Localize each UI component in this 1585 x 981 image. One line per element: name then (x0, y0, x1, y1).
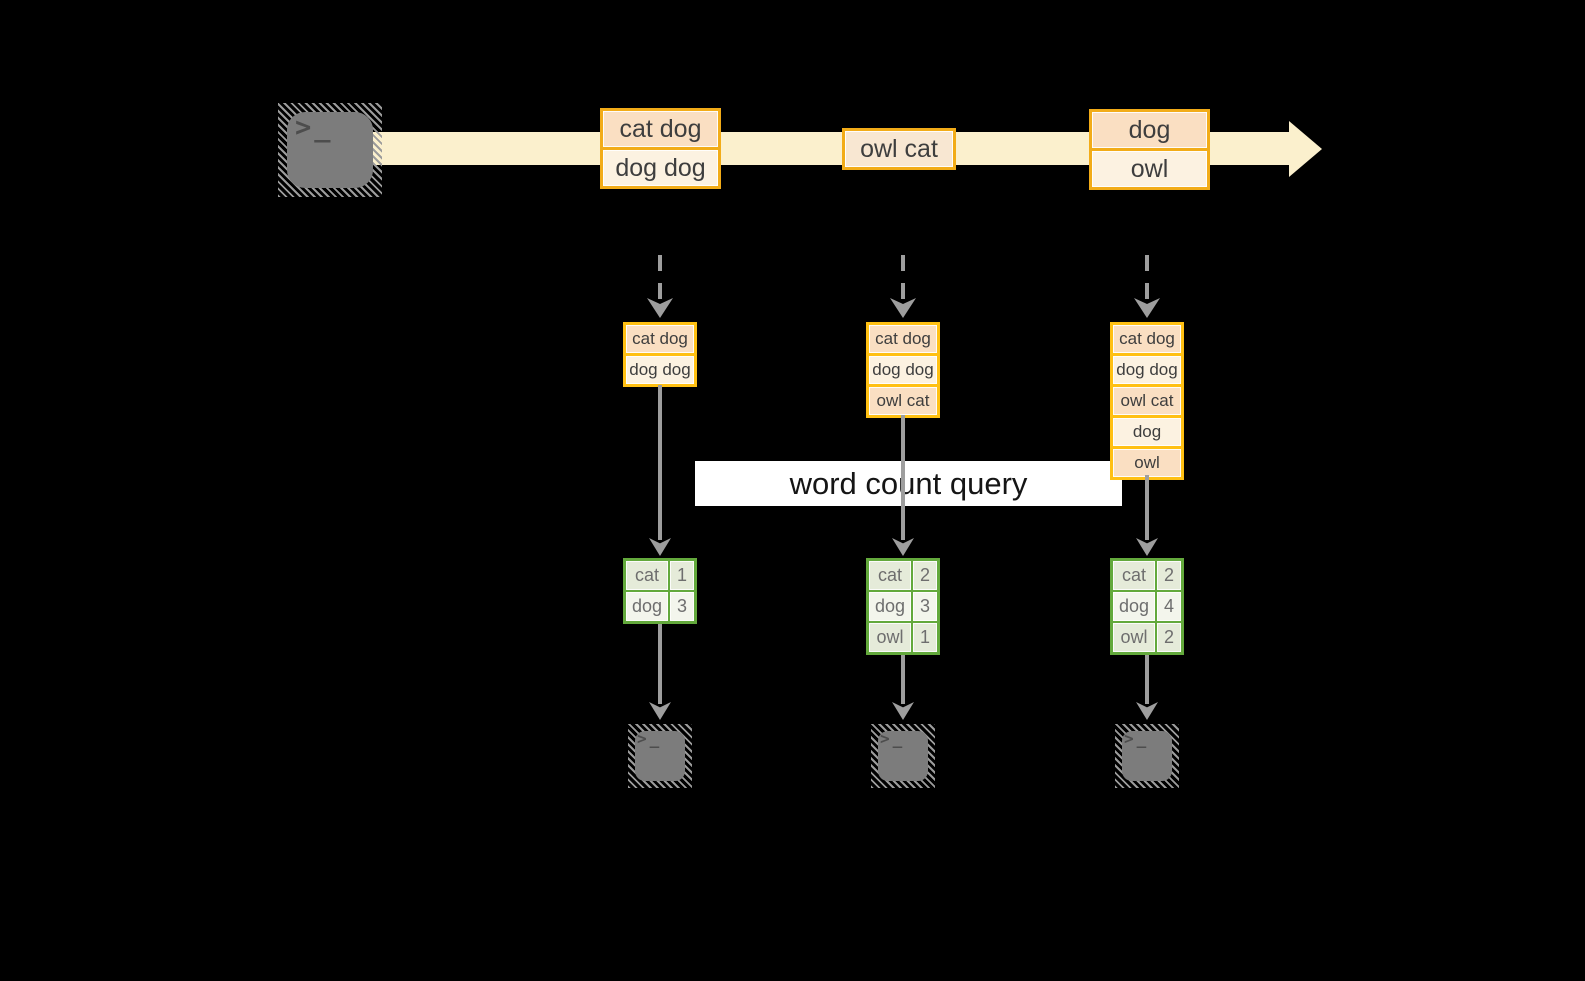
buffer-cell: owl cat (1113, 387, 1181, 415)
terminal-body (878, 731, 928, 781)
count-cell: 2 (913, 561, 937, 590)
word-cell: cat (869, 561, 911, 590)
worker-buffer-2: cat dog dog dog owl cat (866, 322, 940, 418)
buffer-cell: cat dog (626, 325, 694, 353)
count-cell: 2 (1157, 623, 1181, 652)
word-cell: dog (869, 592, 911, 621)
stream-batch-1: cat dog dog dog (600, 108, 721, 189)
batch-cell: cat dog (603, 111, 718, 147)
word-cell: dog (1113, 592, 1155, 621)
arrow-head-icon (892, 538, 914, 556)
count-cell: 3 (670, 592, 694, 621)
buffer-cell: owl cat (869, 387, 937, 415)
count-cell: 3 (913, 592, 937, 621)
count-cell: 4 (1157, 592, 1181, 621)
terminal-prompt-glyph: >_ (1124, 729, 1150, 748)
arrow-head-icon (649, 702, 671, 720)
arrow-head-icon (649, 538, 671, 556)
terminal-prompt-glyph: >_ (637, 729, 663, 748)
batch-cell: owl (1092, 151, 1207, 187)
sink-terminal-icon-1: >_ (628, 724, 692, 788)
count-cell: 1 (670, 561, 694, 590)
sink-terminal-icon-3: >_ (1115, 724, 1179, 788)
count-cell: 1 (913, 623, 937, 652)
word-cell: owl (1113, 623, 1155, 652)
terminal-prompt-glyph: >_ (295, 112, 334, 143)
buffer-cell: dog (1113, 418, 1181, 446)
flow-arrow (1145, 475, 1149, 540)
dashed-arrow (1145, 255, 1149, 299)
query-banner-label: word count query (789, 465, 1028, 501)
stream-batch-2: owl cat (842, 128, 956, 170)
arrow-head-icon (890, 298, 916, 318)
word-cell: cat (626, 561, 668, 590)
flow-arrow (658, 624, 662, 704)
flow-arrow (1145, 655, 1149, 704)
buffer-cell: dog dog (1113, 356, 1181, 384)
flow-arrow (658, 385, 662, 540)
batch-cell: owl cat (845, 131, 953, 167)
worker-buffer-1: cat dog dog dog (623, 322, 697, 387)
word-cell: dog (626, 592, 668, 621)
query-banner: word count query (695, 461, 1122, 506)
terminal-body (1122, 731, 1172, 781)
arrow-head-icon (1136, 702, 1158, 720)
buffer-cell: cat dog (869, 325, 937, 353)
arrow-head-icon (1136, 538, 1158, 556)
terminal-prompt-glyph: >_ (880, 729, 906, 748)
arrow-head-icon (647, 298, 673, 318)
buffer-cell: owl (1113, 449, 1181, 477)
word-count-table-2: cat 2 dog 3 owl 1 (866, 558, 940, 655)
stream-batch-3: dog owl (1089, 109, 1210, 190)
dashed-arrow (658, 255, 662, 299)
dashed-arrow (901, 255, 905, 299)
source-terminal-icon: >_ (278, 103, 382, 197)
sink-terminal-icon-2: >_ (871, 724, 935, 788)
word-cell: owl (869, 623, 911, 652)
count-cell: 2 (1157, 561, 1181, 590)
word-count-table-1: cat 1 dog 3 (623, 558, 697, 624)
terminal-body (635, 731, 685, 781)
buffer-cell: dog dog (869, 356, 937, 384)
batch-cell: dog (1092, 112, 1207, 148)
arrow-head-icon (892, 702, 914, 720)
arrow-head-icon (1134, 298, 1160, 318)
terminal-body (287, 112, 373, 188)
buffer-cell: cat dog (1113, 325, 1181, 353)
flow-arrow (901, 655, 905, 704)
word-count-table-3: cat 2 dog 4 owl 2 (1110, 558, 1184, 655)
batch-cell: dog dog (603, 150, 718, 186)
stream-arrow-head-icon (1289, 121, 1322, 177)
flow-arrow (901, 415, 905, 540)
worker-buffer-3: cat dog dog dog owl cat dog owl (1110, 322, 1184, 480)
buffer-cell: dog dog (626, 356, 694, 384)
word-cell: cat (1113, 561, 1155, 590)
